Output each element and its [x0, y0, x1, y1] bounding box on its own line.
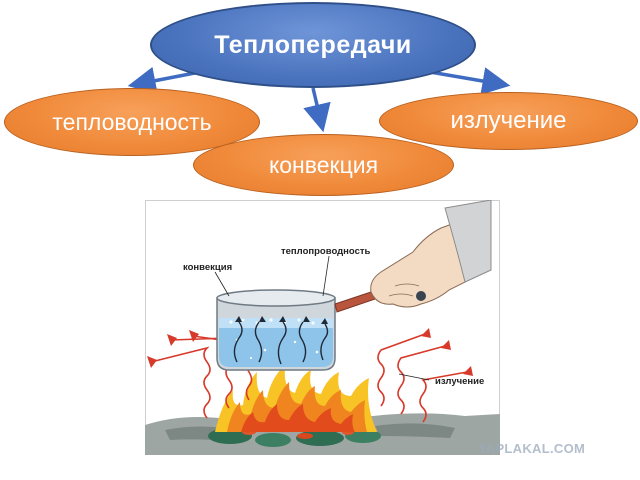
water	[219, 318, 333, 367]
radiation-arrowheads	[147, 328, 473, 376]
pot	[216, 289, 382, 371]
radiation-arrows	[150, 333, 468, 423]
watermark: YAPLAKAL.COM	[478, 441, 586, 456]
radiation-label: излучение	[450, 107, 567, 134]
conduction-label: тепловодность	[52, 108, 212, 135]
convection-node: конвекция	[193, 134, 454, 196]
connector-arrows	[127, 66, 511, 133]
illustration-convection-label: конвекция	[183, 262, 232, 273]
arrow-to-conduction	[127, 66, 201, 95]
convection-arrows	[233, 321, 329, 365]
illustration-conduction-label: теплопроводность	[281, 246, 371, 257]
coals	[208, 428, 381, 447]
arrow-to-radiation	[429, 67, 511, 95]
illustration-radiation-label: излучение	[435, 376, 484, 387]
heat-transfer-illustration: конвекция теплопроводность излучение	[145, 200, 500, 455]
radiation-node: излучение	[379, 92, 638, 150]
arrow-to-convection	[303, 87, 331, 133]
convection-label: конвекция	[268, 151, 379, 178]
heat-transfer-title-node: Теплопередачи	[150, 2, 476, 88]
hand-icon	[370, 200, 492, 308]
conduction-node: тепловодность	[4, 88, 260, 156]
heat-transfer-title: Теплопередачи	[214, 30, 412, 59]
fire-icon	[215, 365, 377, 432]
